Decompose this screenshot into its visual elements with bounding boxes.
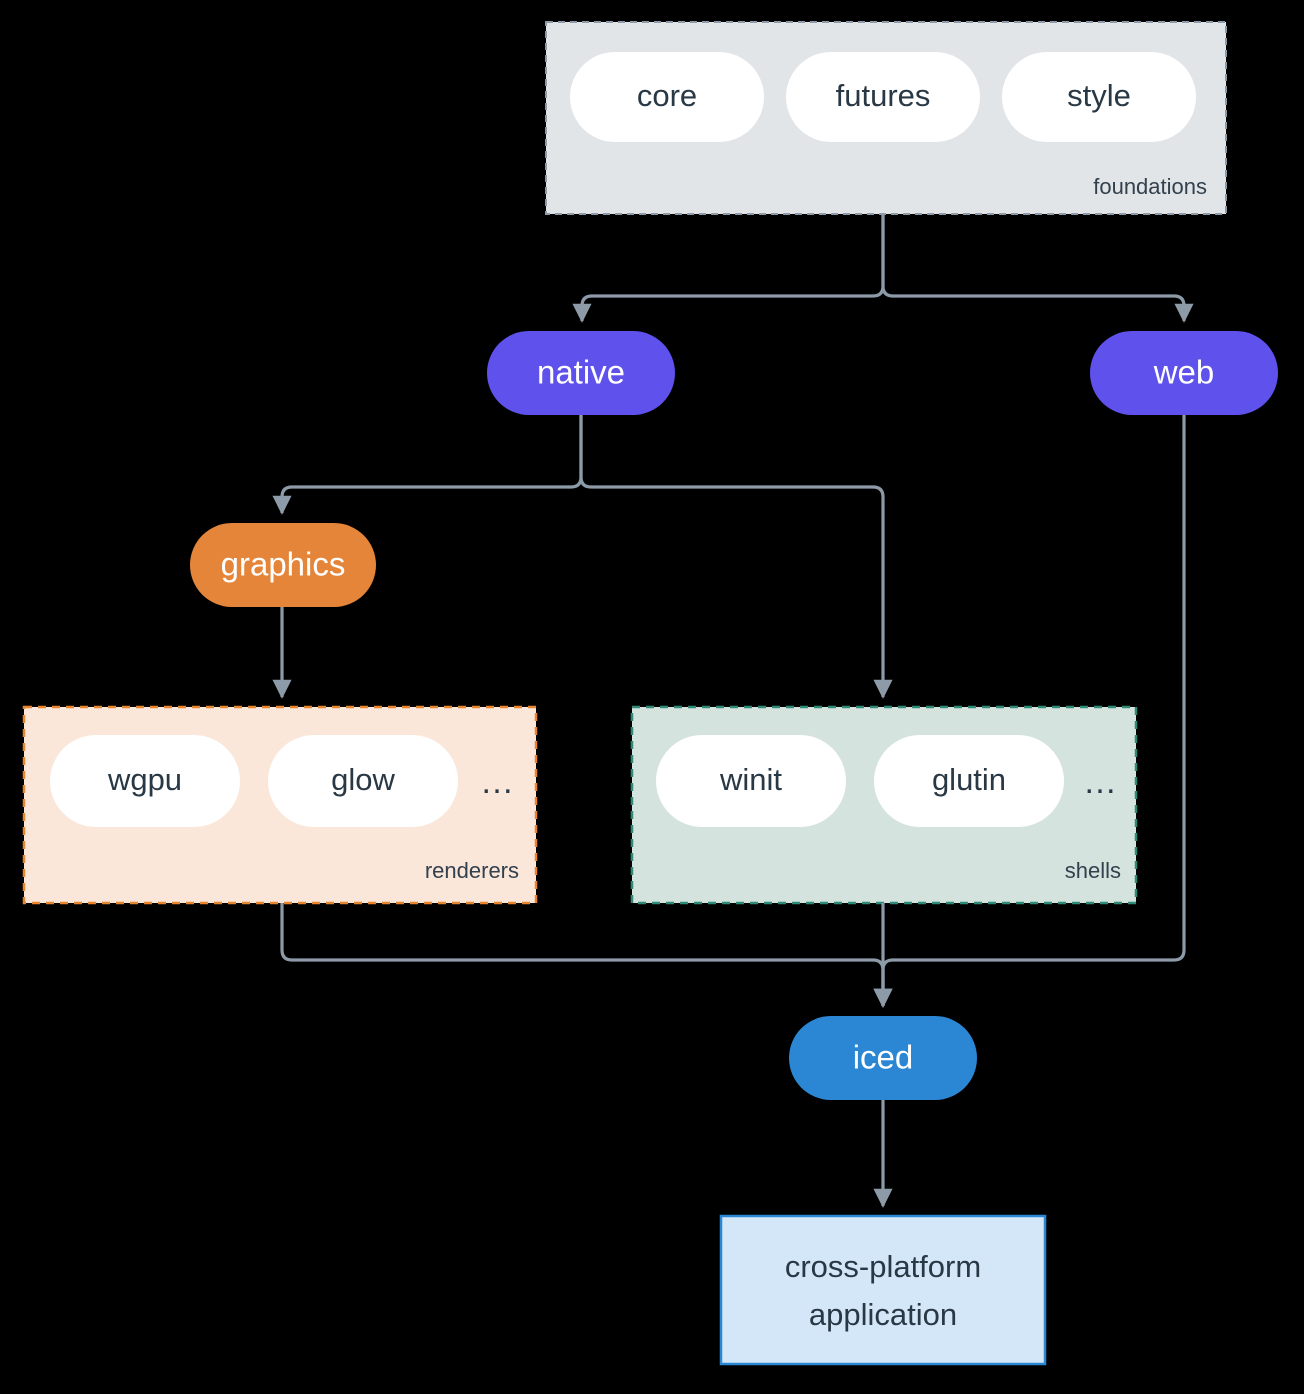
shells-ellipsis: … bbox=[1083, 763, 1117, 801]
group-shells: winit glutin … shells bbox=[630, 705, 1138, 905]
pill-wgpu-label: wgpu bbox=[107, 762, 182, 797]
node-graphics-label: graphics bbox=[221, 546, 346, 583]
group-foundations: core futures style foundations bbox=[545, 21, 1227, 215]
node-application-label-line2: application bbox=[809, 1297, 957, 1332]
edge-renderers-iced bbox=[280, 903, 893, 1008]
node-web-label: web bbox=[1153, 354, 1215, 391]
pill-winit-label: winit bbox=[719, 762, 782, 797]
node-application-shape bbox=[719, 1214, 1047, 1366]
node-native-label: native bbox=[537, 354, 625, 391]
node-iced-shape bbox=[789, 1016, 977, 1100]
pill-glow bbox=[268, 735, 458, 827]
node-iced-label: iced bbox=[853, 1039, 914, 1076]
group-shells-label: shells bbox=[1065, 858, 1121, 883]
pill-core-label: core bbox=[637, 78, 697, 113]
pill-style-label: style bbox=[1067, 78, 1131, 113]
group-renderers-label: renderers bbox=[425, 858, 519, 883]
node-application[interactable]: cross-platform application bbox=[719, 1214, 1047, 1366]
pill-futures bbox=[786, 52, 980, 142]
renderers-ellipsis: … bbox=[480, 763, 514, 801]
pill-futures-label: futures bbox=[836, 78, 931, 113]
group-renderers: wgpu glow … renderers bbox=[22, 705, 538, 905]
pill-wgpu bbox=[50, 735, 240, 827]
node-graphics[interactable]: graphics bbox=[190, 523, 376, 607]
node-native[interactable]: native bbox=[487, 331, 675, 415]
node-graphics-shape bbox=[190, 523, 376, 607]
node-application-label-line1: cross-platform bbox=[785, 1249, 981, 1284]
node-native-shape bbox=[487, 331, 675, 415]
edge-native-shells bbox=[579, 415, 893, 699]
group-foundations-label: foundations bbox=[1093, 174, 1207, 199]
node-web[interactable]: web bbox=[1090, 331, 1278, 415]
pill-glutin-label: glutin bbox=[932, 762, 1006, 797]
node-iced[interactable]: iced bbox=[789, 1016, 977, 1100]
edge-foundations-native bbox=[572, 214, 885, 323]
node-web-shape bbox=[1090, 331, 1278, 415]
edge-web-iced bbox=[873, 415, 1186, 1008]
pill-glow-label: glow bbox=[331, 762, 395, 797]
pill-glutin bbox=[874, 735, 1064, 827]
pill-style bbox=[1002, 52, 1196, 142]
pill-winit bbox=[656, 735, 846, 827]
pill-core bbox=[570, 52, 764, 142]
edge-native-graphics bbox=[272, 415, 583, 515]
edge-foundations-web bbox=[881, 214, 1194, 323]
